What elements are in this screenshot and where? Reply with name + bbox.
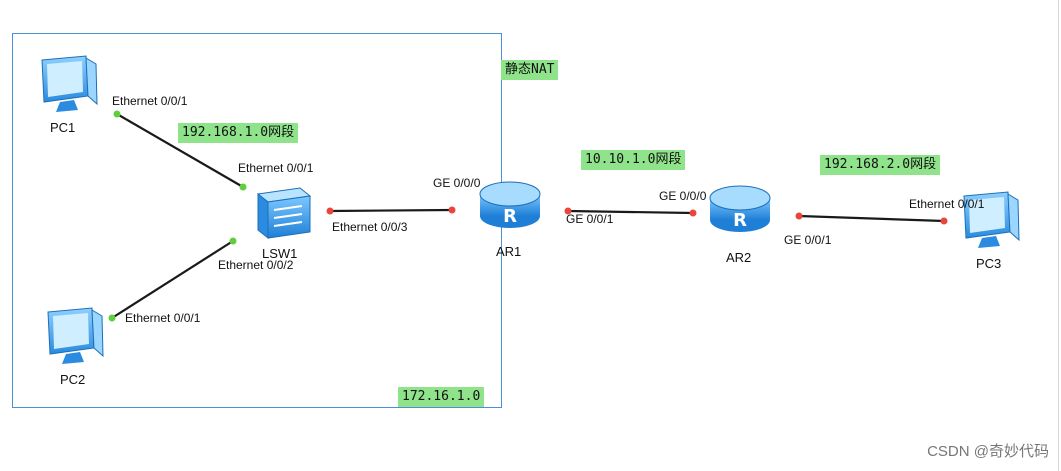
pc-icon[interactable] <box>41 55 98 112</box>
port-dot <box>229 237 237 245</box>
port-label: GE 0/0/1 <box>566 212 614 226</box>
port-dot <box>940 217 948 225</box>
canvas-edge <box>1058 0 1059 471</box>
port-label: GE 0/0/1 <box>784 233 832 247</box>
device-label-ar2: AR2 <box>726 250 752 265</box>
port-dot <box>326 207 334 215</box>
port-dot <box>113 110 121 118</box>
link-pc2-lsw1 <box>111 240 234 319</box>
port-dot <box>239 183 247 191</box>
network-tag: 10.10.1.0网段 <box>581 150 686 170</box>
network-tag: 192.168.2.0网段 <box>820 155 941 175</box>
link-lsw1-ar1 <box>329 208 453 213</box>
port-dot <box>795 212 803 220</box>
port-label: Ethernet 0/0/1 <box>909 197 985 211</box>
port-label: Ethernet 0/0/1 <box>238 161 314 175</box>
port-label: GE 0/0/0 <box>659 189 707 203</box>
device-label-pc2: PC2 <box>60 372 86 387</box>
device-label-pc1: PC1 <box>50 120 76 135</box>
device-label-pc3: PC3 <box>976 256 1002 271</box>
svg-text:R: R <box>503 206 517 227</box>
link-pc1-lsw1 <box>116 113 244 188</box>
pc-icon[interactable] <box>47 307 104 364</box>
svg-text:R: R <box>733 210 747 231</box>
link-ar1-ar2 <box>567 209 694 215</box>
port-label: GE 0/0/0 <box>433 176 481 190</box>
port-label: Ethernet 0/0/1 <box>112 94 188 108</box>
network-tag: 172.16.1.0 <box>398 387 485 407</box>
router-icon[interactable]: R <box>709 185 771 232</box>
device-label-ar1: AR1 <box>496 244 522 259</box>
static-nat-tag: 静态NAT <box>501 60 559 80</box>
device-label-lsw1: LSW1 <box>262 246 298 261</box>
link-ar2-pc3 <box>798 214 945 223</box>
port-dot <box>448 206 456 214</box>
network-tag: 192.168.1.0网段 <box>178 123 299 143</box>
port-label: Ethernet 0/0/3 <box>332 220 408 234</box>
port-label: Ethernet 0/0/2 <box>218 258 294 272</box>
port-dot <box>689 209 697 217</box>
switch-icon[interactable] <box>256 187 312 240</box>
port-label: Ethernet 0/0/1 <box>125 311 201 325</box>
watermark: CSDN @奇妙代码 <box>927 443 1049 460</box>
port-dot <box>564 207 572 215</box>
router-icon[interactable]: R <box>479 181 541 228</box>
port-dot <box>108 314 116 322</box>
pc-icon[interactable] <box>963 191 1020 248</box>
